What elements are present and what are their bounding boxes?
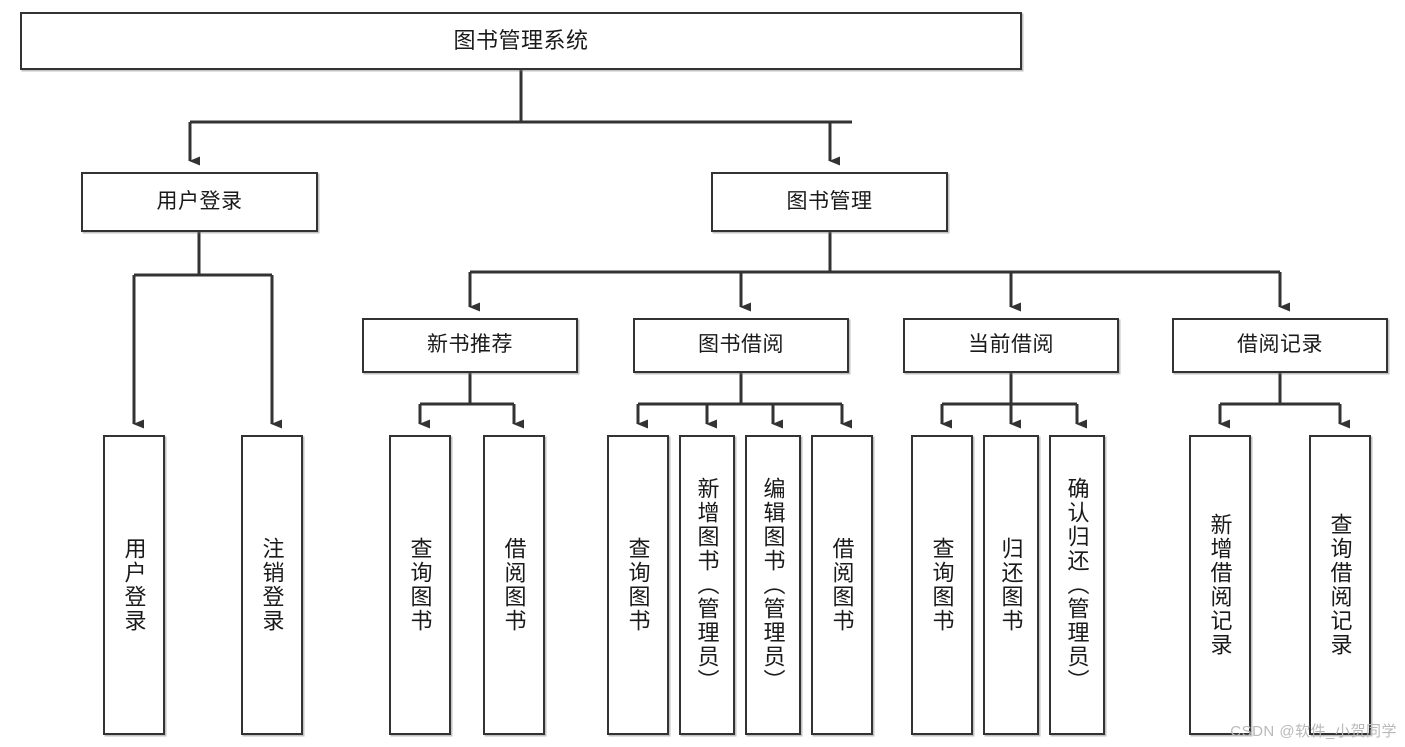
node-leaf-borrow-book-2[interactable]: 借阅图书 bbox=[811, 435, 873, 735]
node-leaf-return-book-label: 归还图书 bbox=[998, 537, 1024, 633]
node-leaf-query-book-1[interactable]: 查询图书 bbox=[389, 435, 451, 735]
node-root-label: 图书管理系统 bbox=[453, 28, 589, 54]
node-leaf-user-login[interactable]: 用户登录 bbox=[103, 435, 165, 735]
node-user-login[interactable]: 用户登录 bbox=[81, 172, 318, 232]
node-book-borrow[interactable]: 图书借阅 bbox=[633, 318, 849, 373]
node-leaf-add-record-label: 新增借阅记录 bbox=[1207, 513, 1233, 657]
node-leaf-query-book-3[interactable]: 查询图书 bbox=[911, 435, 973, 735]
node-book-manage-label: 图书管理 bbox=[786, 189, 873, 213]
node-book-manage[interactable]: 图书管理 bbox=[711, 172, 948, 232]
node-leaf-query-book-2[interactable]: 查询图书 bbox=[607, 435, 669, 735]
node-borrow-record-label: 借阅记录 bbox=[1237, 333, 1323, 357]
node-leaf-borrow-book-1-label: 借阅图书 bbox=[501, 537, 527, 633]
node-leaf-borrow-book-2-label: 借阅图书 bbox=[829, 537, 855, 633]
node-new-book-recommend[interactable]: 新书推荐 bbox=[362, 318, 578, 373]
node-book-borrow-label: 图书借阅 bbox=[698, 333, 784, 357]
node-leaf-query-book-2-label: 查询图书 bbox=[625, 537, 651, 633]
node-new-book-recommend-label: 新书推荐 bbox=[427, 333, 513, 357]
node-leaf-confirm-return[interactable]: 确认归还（管理员） bbox=[1049, 435, 1105, 735]
node-current-borrow[interactable]: 当前借阅 bbox=[903, 318, 1119, 373]
node-borrow-record[interactable]: 借阅记录 bbox=[1172, 318, 1388, 373]
watermark-text: CSDN @软件_小贺同学 bbox=[1230, 723, 1397, 740]
node-leaf-user-login-label: 用户登录 bbox=[121, 537, 147, 633]
node-leaf-add-book[interactable]: 新增图书（管理员） bbox=[679, 435, 735, 735]
node-leaf-user-logout-label: 注销登录 bbox=[259, 537, 285, 633]
node-leaf-confirm-return-label: 确认归还（管理员） bbox=[1064, 477, 1090, 693]
node-leaf-user-logout[interactable]: 注销登录 bbox=[241, 435, 303, 735]
node-current-borrow-label: 当前借阅 bbox=[968, 333, 1054, 357]
node-leaf-add-record[interactable]: 新增借阅记录 bbox=[1189, 435, 1251, 735]
node-leaf-query-book-1-label: 查询图书 bbox=[407, 537, 433, 633]
node-leaf-query-record[interactable]: 查询借阅记录 bbox=[1309, 435, 1371, 735]
node-leaf-borrow-book-1[interactable]: 借阅图书 bbox=[483, 435, 545, 735]
node-leaf-query-book-3-label: 查询图书 bbox=[929, 537, 955, 633]
node-user-login-label: 用户登录 bbox=[156, 189, 243, 213]
node-leaf-edit-book-label: 编辑图书（管理员） bbox=[760, 477, 786, 693]
node-leaf-edit-book[interactable]: 编辑图书（管理员） bbox=[745, 435, 801, 735]
node-leaf-query-record-label: 查询借阅记录 bbox=[1327, 513, 1353, 657]
node-leaf-return-book[interactable]: 归还图书 bbox=[983, 435, 1039, 735]
node-root[interactable]: 图书管理系统 bbox=[20, 12, 1022, 70]
node-leaf-add-book-label: 新增图书（管理员） bbox=[694, 477, 720, 693]
